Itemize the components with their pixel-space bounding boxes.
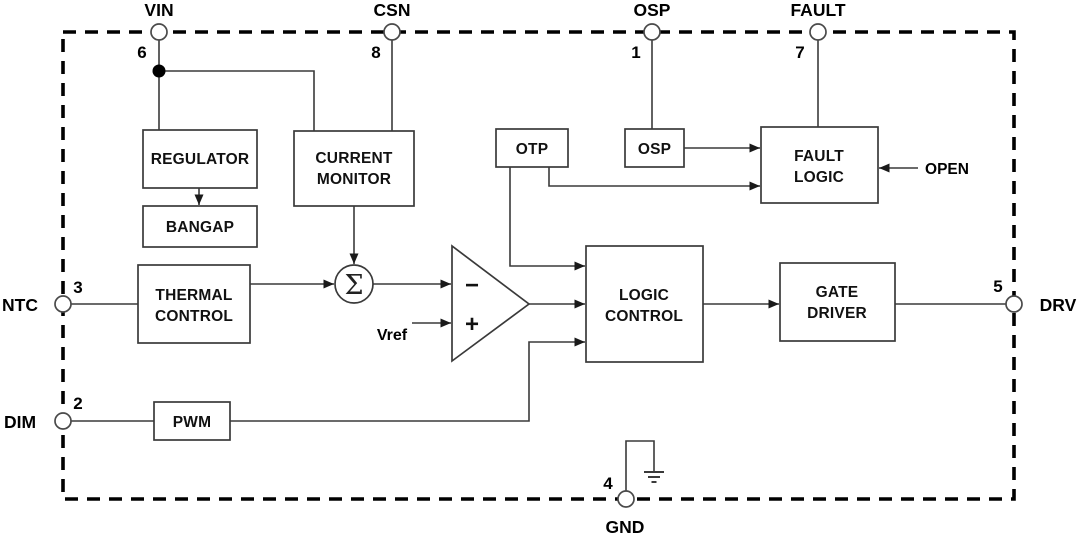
block-gate-driver: GATE DRIVER [779, 262, 896, 342]
osp-pin-terminal [643, 23, 661, 41]
block-pwm: PWM [153, 401, 231, 441]
gnd-pin-number: 4 [603, 474, 613, 493]
current-monitor-label-line2: MONITOR [317, 171, 391, 188]
gnd-pin-terminal [617, 490, 635, 508]
pin-gnd: GND 4 [603, 474, 644, 536]
sigma-icon: Σ [344, 270, 363, 301]
bangap-label: BANGAP [166, 219, 234, 236]
block-regulator: REGULATOR [142, 129, 258, 189]
wires [71, 40, 1006, 491]
otp-label: OTP [516, 141, 548, 158]
wire-pwm-to-logic-control [230, 337, 585, 422]
osp-box [624, 128, 685, 168]
block-thermal-control: THERMAL CONTROL [137, 264, 251, 344]
summing-junction-circle [334, 264, 374, 304]
drv-pin-number: 5 [993, 277, 1002, 296]
gate-driver-box [779, 262, 896, 342]
vin-pin-terminal [150, 23, 168, 41]
fault-pin-terminal [809, 23, 827, 41]
wire-otp-to-logic-control [509, 167, 585, 271]
fault-logic-label-line2: LOGIC [794, 169, 844, 186]
pwm-label: PWM [173, 414, 211, 431]
vref-label: Vref [377, 327, 408, 344]
gnd-pin-label: GND [606, 517, 645, 536]
regulator-box [142, 129, 258, 189]
block-osp: OSP [624, 128, 685, 168]
ground-symbol-icon [644, 471, 664, 483]
fault-pin-number: 7 [795, 43, 804, 62]
block-current-monitor: CURRENT MONITOR [293, 130, 415, 207]
pwm-box [153, 401, 231, 441]
pin-vin: VIN 6 [137, 0, 173, 62]
logic-control-label-line1: LOGIC [619, 287, 669, 304]
junction-dot [152, 64, 166, 78]
ntc-pin-number: 3 [73, 278, 82, 297]
block-otp: OTP [495, 128, 569, 168]
current-monitor-label-line1: CURRENT [315, 150, 393, 167]
gate-driver-label-line1: GATE [816, 284, 859, 301]
bangap-box [142, 205, 258, 248]
drv-pin-terminal [1005, 295, 1023, 313]
fault-logic-box [760, 126, 879, 204]
osp-block-label: OSP [638, 141, 671, 158]
csn-pin-label: CSN [374, 0, 411, 20]
dim-pin-terminal [54, 412, 72, 430]
logic-control-label-line2: CONTROL [605, 308, 683, 325]
vin-pin-label: VIN [144, 0, 173, 20]
gate-driver-label-line2: DRIVER [807, 305, 867, 322]
pin-ntc: NTC 3 [2, 278, 83, 315]
fault-pin-label: FAULT [790, 0, 845, 20]
comparator-plus-sign: + [465, 311, 479, 338]
otp-box [495, 128, 569, 168]
wire-otp-to-fault-logic [548, 167, 760, 191]
ntc-pin-terminal [54, 295, 72, 313]
vin-pin-number: 6 [137, 43, 146, 62]
wire-vin-branch-to-current-monitor [159, 70, 315, 131]
thermal-control-label-line1: THERMAL [155, 287, 232, 304]
comparator-triangle [451, 244, 531, 363]
csn-pin-terminal [383, 23, 401, 41]
osp-pin-number: 1 [631, 43, 640, 62]
block-logic-control: LOGIC CONTROL [585, 245, 704, 363]
logic-control-box [585, 245, 704, 363]
chip-boundary [61, 30, 1016, 501]
pin-csn: CSN 8 [371, 0, 410, 62]
drv-pin-label: DRV [1040, 295, 1077, 315]
open-label: OPEN [925, 161, 969, 178]
block-fault-logic: FAULT LOGIC [760, 126, 879, 204]
comparator-minus-sign: − [465, 272, 479, 299]
summing-junction: Σ [334, 264, 374, 304]
csn-pin-number: 8 [371, 43, 380, 62]
pin-osp: OSP 1 [631, 0, 671, 62]
thermal-control-box [137, 264, 251, 344]
osp-pin-label: OSP [634, 0, 671, 20]
pin-dim: DIM 2 [4, 394, 83, 432]
pin-drv: DRV 5 [993, 277, 1076, 315]
thermal-control-label-line2: CONTROL [155, 308, 233, 325]
dim-pin-label: DIM [4, 412, 36, 432]
fault-logic-label-line1: FAULT [794, 148, 844, 165]
ntc-pin-label: NTC [2, 295, 38, 315]
pin-fault: FAULT 7 [790, 0, 845, 62]
current-monitor-box [293, 130, 415, 207]
dim-pin-number: 2 [73, 394, 82, 413]
block-bangap: BANGAP [142, 205, 258, 248]
regulator-label: REGULATOR [151, 151, 250, 168]
comparator: − + [451, 244, 531, 363]
wire-gnd-to-ground-symbol [625, 440, 655, 491]
